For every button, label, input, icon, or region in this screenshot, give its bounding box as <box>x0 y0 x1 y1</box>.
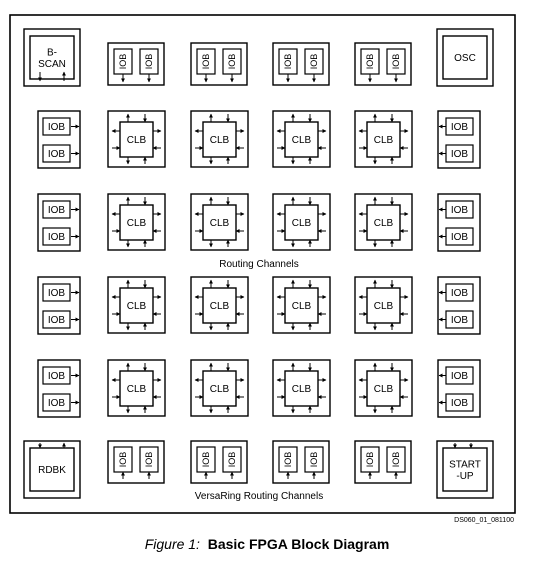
clb-block <box>284 204 319 241</box>
clb-label: CLB <box>127 384 147 395</box>
clb-label: CLB <box>210 218 230 229</box>
clb-label: CLB <box>210 301 230 312</box>
iob-label: IOB <box>48 122 66 133</box>
iob-label: IOB <box>283 452 293 468</box>
clb-block <box>119 204 154 241</box>
versaring-routing-channels-label: VersaRing Routing Channels <box>195 491 323 502</box>
iob-label: IOB <box>451 371 469 382</box>
iob-label: IOB <box>48 371 66 382</box>
clb-label: CLB <box>127 135 147 146</box>
iob-label: IOB <box>48 149 66 160</box>
startup-label: START-UP <box>449 459 481 482</box>
iob-block <box>42 144 71 163</box>
iob-label: IOB <box>451 149 469 160</box>
iob-label: IOB <box>48 315 66 326</box>
rdbk-block <box>29 447 75 492</box>
iob-label: IOB <box>48 205 66 216</box>
osc-label: OSC <box>454 53 476 64</box>
iob-label: IOB <box>118 452 128 468</box>
iob-label: IOB <box>451 315 469 326</box>
iob-label: IOB <box>48 398 66 409</box>
clb-label: CLB <box>292 301 312 312</box>
iob-label: IOB <box>309 54 319 70</box>
iob-label: IOB <box>451 232 469 243</box>
iob-block <box>42 117 71 136</box>
iob-label: IOB <box>451 398 469 409</box>
clb-cell <box>107 359 166 417</box>
iob-label: IOB <box>391 54 401 70</box>
figure-caption: Figure 1: Basic FPGA Block Diagram <box>0 536 534 552</box>
iob-block <box>42 283 71 302</box>
clb-label: CLB <box>374 135 394 146</box>
iob-label: IOB <box>309 452 319 468</box>
iob-label: IOB <box>144 452 154 468</box>
iob-block <box>42 310 71 329</box>
iob-label: IOB <box>48 288 66 299</box>
fpga-block-diagram: CLB CLB CLB CLB CLB CLB CLB CLB CLB CLB CLB CLB CLB C… <box>9 14 516 514</box>
clb-label: CLB <box>292 218 312 229</box>
clb-block <box>202 204 237 241</box>
iob-block <box>42 200 71 219</box>
iob-label: IOB <box>365 54 375 70</box>
figure-code: DS060_01_081100 <box>454 517 514 524</box>
clb-block <box>366 121 401 158</box>
clb-label: CLB <box>210 135 230 146</box>
iob-label: IOB <box>451 122 469 133</box>
clb-label: CLB <box>374 218 394 229</box>
iob-block <box>42 227 71 246</box>
clb-block <box>284 121 319 158</box>
bscan-label: B-SCAN <box>38 47 66 70</box>
versaring-border <box>9 14 516 514</box>
figure-title: Basic FPGA Block Diagram <box>207 536 390 552</box>
iob-label: IOB <box>201 452 211 468</box>
clb-block <box>284 287 319 324</box>
clb-block <box>202 370 237 407</box>
clb-label: CLB <box>292 135 312 146</box>
iob-label: IOB <box>227 452 237 468</box>
osc-block <box>442 35 488 80</box>
clb-block <box>202 121 237 158</box>
iob-label: IOB <box>451 288 469 299</box>
clb-block <box>119 121 154 158</box>
clb-label: CLB <box>292 384 312 395</box>
rdbk-label: RDBK <box>38 465 66 476</box>
clb-block <box>366 287 401 324</box>
iob-label: IOB <box>365 452 375 468</box>
iob-label: IOB <box>391 452 401 468</box>
clb-label: CLB <box>210 384 230 395</box>
clb-label: CLB <box>374 301 394 312</box>
clb-label: CLB <box>127 301 147 312</box>
figure-label: Figure 1: <box>144 536 200 552</box>
routing-channels-label: Routing Channels <box>219 259 299 270</box>
clb-block <box>366 204 401 241</box>
clb-label: CLB <box>127 218 147 229</box>
iob-block <box>42 366 71 385</box>
clb-block <box>119 287 154 324</box>
iob-label: IOB <box>201 54 211 70</box>
iob-label: IOB <box>283 54 293 70</box>
iob-label: IOB <box>451 205 469 216</box>
startup-block <box>442 447 488 492</box>
iob-label: IOB <box>118 54 128 70</box>
iob-block <box>42 393 71 412</box>
iob-label: IOB <box>144 54 154 70</box>
clb-block <box>119 370 154 407</box>
clb-block <box>202 287 237 324</box>
clb-block <box>284 370 319 407</box>
iob-label: IOB <box>227 54 237 70</box>
bscan-block <box>29 35 75 80</box>
clb-block <box>366 370 401 407</box>
iob-label: IOB <box>48 232 66 243</box>
clb-label: CLB <box>374 384 394 395</box>
